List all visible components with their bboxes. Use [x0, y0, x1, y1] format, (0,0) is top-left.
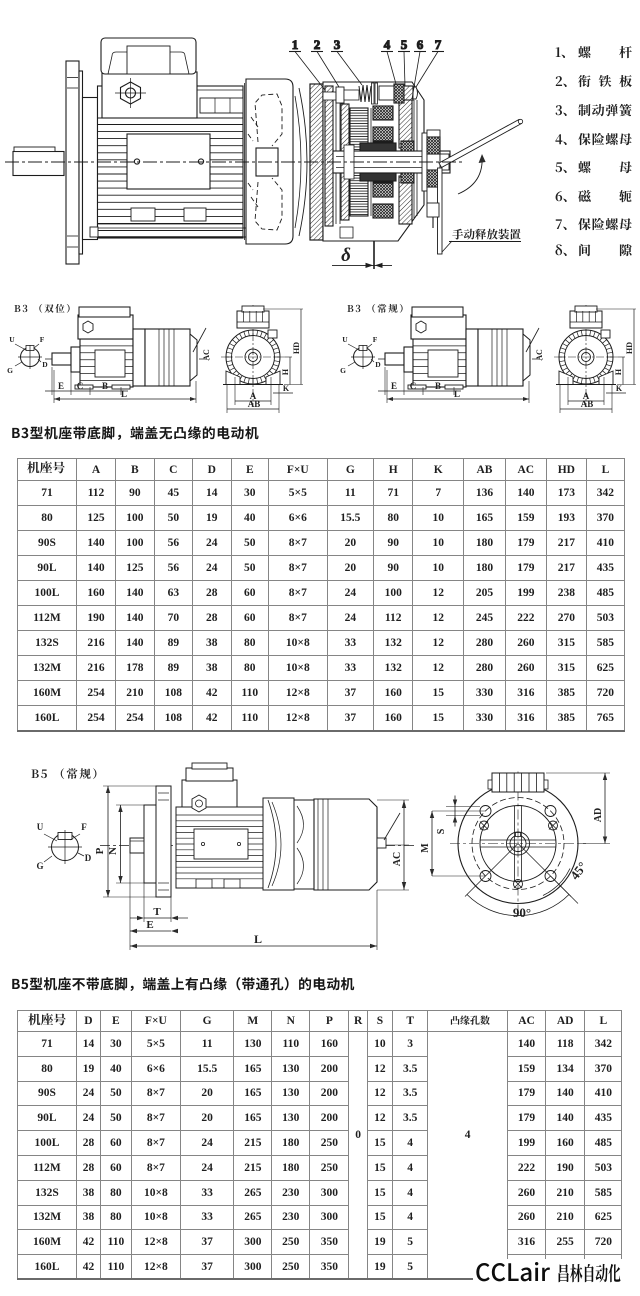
svg-text:U: U — [9, 335, 15, 344]
svg-text:B: B — [435, 381, 441, 391]
svg-text:K: K — [283, 384, 290, 393]
svg-text:AC: AC — [535, 349, 544, 361]
svg-text:F: F — [373, 335, 378, 344]
svg-text:C: C — [77, 381, 84, 391]
svg-text:AB: AB — [581, 399, 594, 409]
svg-text:N: N — [107, 847, 119, 855]
svg-text:7: 7 — [435, 37, 442, 52]
svg-text:δ: δ — [341, 245, 351, 266]
svg-text:G: G — [340, 366, 346, 375]
svg-text:G: G — [36, 861, 43, 871]
svg-text:C: C — [410, 381, 417, 391]
svg-text:M: M — [420, 843, 431, 853]
svg-text:1: 1 — [292, 37, 299, 52]
svg-text:4: 4 — [384, 37, 391, 52]
svg-text:5: 5 — [401, 37, 408, 52]
svg-text:B: B — [102, 381, 108, 391]
svg-text:H: H — [614, 368, 623, 375]
svg-text:K: K — [616, 384, 623, 393]
svg-text:U: U — [342, 335, 348, 344]
svg-text:HD: HD — [292, 342, 301, 354]
svg-text:90°: 90° — [513, 905, 531, 920]
svg-text:F: F — [81, 822, 87, 832]
svg-text:G: G — [7, 366, 13, 375]
svg-text:S: S — [436, 828, 447, 834]
svg-text:6: 6 — [417, 37, 424, 52]
svg-text:D: D — [42, 360, 48, 369]
svg-text:E: E — [146, 919, 153, 931]
svg-text:AB: AB — [248, 399, 261, 409]
svg-text:U: U — [37, 822, 44, 832]
svg-text:AD: AD — [593, 808, 604, 822]
svg-text:L: L — [121, 389, 127, 399]
svg-text:AC: AC — [202, 349, 211, 361]
svg-text:3: 3 — [334, 37, 341, 52]
svg-text:H: H — [281, 368, 290, 375]
svg-text:D: D — [375, 360, 381, 369]
svg-text:45°: 45° — [567, 859, 590, 883]
svg-text:HD: HD — [625, 342, 634, 354]
svg-text:AC: AC — [392, 852, 403, 866]
svg-text:E: E — [58, 381, 64, 391]
svg-text:L: L — [454, 389, 460, 399]
svg-text:2: 2 — [314, 37, 321, 52]
svg-text:L: L — [254, 932, 262, 946]
svg-text:F: F — [40, 335, 45, 344]
svg-text:A: A — [250, 391, 257, 401]
svg-text:T: T — [153, 906, 161, 918]
svg-text:A: A — [583, 391, 590, 401]
svg-text:E: E — [391, 381, 397, 391]
svg-text:P: P — [94, 847, 106, 854]
svg-text:D: D — [85, 853, 92, 863]
